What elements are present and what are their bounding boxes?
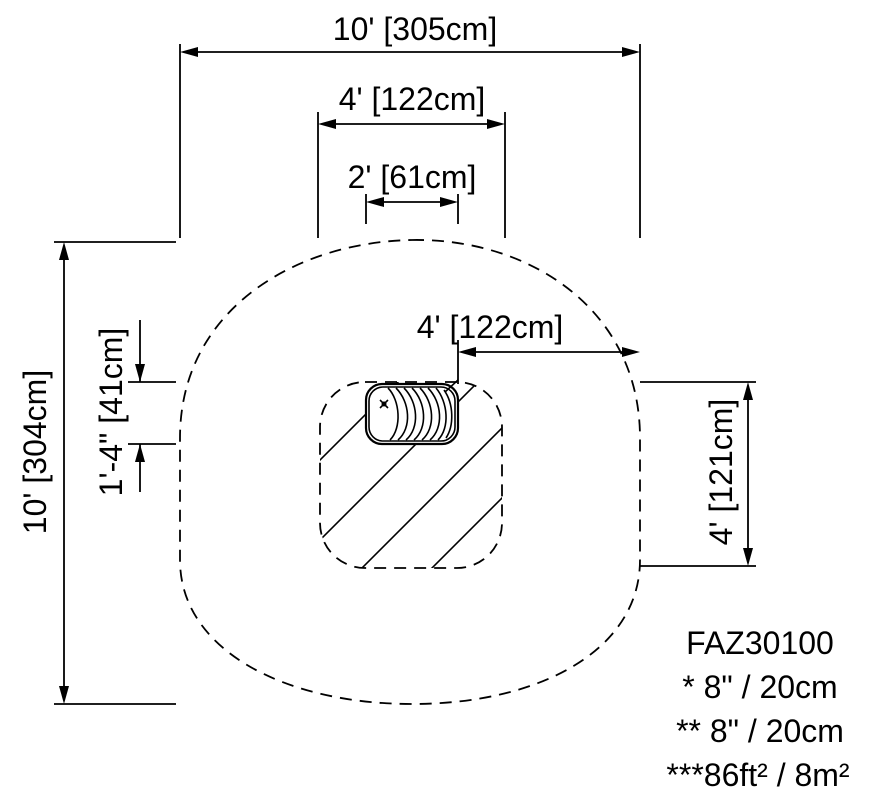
spec-line-3: ***86ft² / 8m² [666,757,850,792]
top-width-dimension: 2' [61cm] [348,159,477,224]
zone-offset-label: 4' [122cm] [417,309,564,345]
inner-width-label: 4' [122cm] [339,81,486,117]
spec-line-2: ** 8" / 20cm [676,713,844,749]
inner-height-label: 4' [121cm] [703,399,739,546]
spec-block: FAZ30100 * 8" / 20cm ** 8" / 20cm ***86f… [666,625,850,792]
overall-width-dimension: 10' [305cm] [179,11,641,238]
overall-width-label: 10' [305cm] [333,11,497,47]
use-zone-outline [179,239,641,705]
inner-height-dimension: 4' [121cm] [640,381,756,567]
overall-height-label: 10' [304cm] [17,370,53,534]
zone-offset-dimension: 4' [122cm] [417,309,640,384]
top-width-label: 2' [61cm] [348,159,477,195]
model-number: FAZ30100 [686,625,834,661]
spec-line-1: * 8" / 20cm [682,669,837,705]
offset-height-dimension: 1'-4" [41cm] [93,320,176,496]
equipment-icon [364,379,460,446]
offset-height-label: 1'-4" [41cm] [93,328,129,497]
inner-width-dimension: 4' [122cm] [317,81,506,238]
overall-height-dimension: 10' [304cm] [17,241,176,705]
